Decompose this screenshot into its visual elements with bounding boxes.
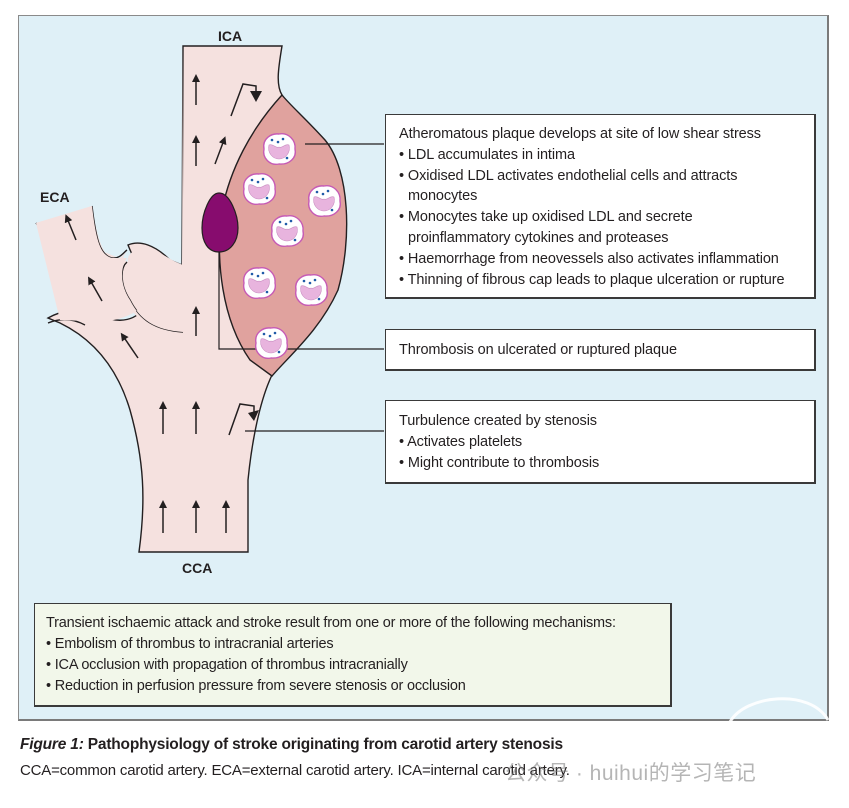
thrombosis-callout: Thrombosis on ulcerated or ruptured plaq…	[385, 329, 816, 371]
thrombosis-leader-line	[218, 252, 384, 350]
plaque-callout-heading: Atheromatous plaque develops at site of …	[399, 126, 761, 142]
foam-cell-icon	[295, 274, 328, 306]
mechanism-item: Reduction in perfusion pressure from sev…	[46, 676, 659, 697]
arrow-icon	[120, 332, 139, 359]
plaque-callout-item: LDL accumulates in intima	[399, 145, 802, 166]
mechanism-item: Embolism of thrombus to intracranial art…	[46, 634, 659, 655]
foam-cell-icon	[243, 267, 276, 299]
eca-label: ECA	[40, 189, 70, 205]
mechanisms-box: Transient ischaemic attack and stroke re…	[34, 603, 672, 707]
foam-cell-icon	[255, 327, 288, 359]
turbulent-arrow-icon	[230, 83, 257, 117]
turbulence-callout-heading: Turbulence created by stenosis	[399, 413, 597, 429]
thrombosis-callout-heading: Thrombosis on ulcerated or ruptured plaq…	[399, 342, 677, 358]
turbulent-arrow-icon	[228, 403, 255, 436]
cca-label: CCA	[182, 560, 213, 576]
plaque-callout-item: Thinning of fibrous cap leads to plaque …	[399, 270, 802, 291]
arrow-icon	[214, 136, 227, 165]
flow-arrows	[64, 74, 262, 533]
arrow-icon	[88, 276, 103, 302]
foam-cell-icon	[263, 133, 296, 165]
plaque-callout: Atheromatous plaque develops at site of …	[385, 114, 816, 299]
plaque-callout-item: Haemorrhage from neovessels also activat…	[399, 249, 802, 270]
turbulence-callout-item: Activates platelets	[399, 432, 802, 453]
foam-cells	[243, 133, 341, 359]
figure-caption-title: Figure 1: Pathophysiology of stroke orig…	[20, 736, 563, 754]
foam-cell-icon	[271, 215, 304, 247]
turbulence-callout-item: Might contribute to thrombosis	[399, 453, 802, 474]
figure-title: Pathophysiology of stroke originating fr…	[87, 736, 563, 753]
ica-label: ICA	[218, 28, 243, 44]
foam-cell-icon	[243, 173, 276, 205]
figure-caption-text: CCA=common carotid artery. ECA=external …	[20, 762, 570, 779]
arrow-icon	[64, 214, 77, 241]
mechanisms-heading: Transient ischaemic attack and stroke re…	[46, 615, 616, 631]
figure-label: Figure 1:	[20, 736, 84, 753]
foam-cell-icon	[308, 185, 341, 217]
plaque-callout-item: Oxidised LDL activates endothelial cells…	[399, 166, 802, 208]
turbulence-callout: Turbulence created by stenosis Activates…	[385, 400, 816, 484]
mechanism-item: ICA occlusion with propagation of thromb…	[46, 655, 659, 676]
plaque-callout-item: Monocytes take up oxidised LDL and secre…	[399, 207, 802, 249]
watermark: 公众号 · huihui的学习笔记	[505, 762, 757, 785]
